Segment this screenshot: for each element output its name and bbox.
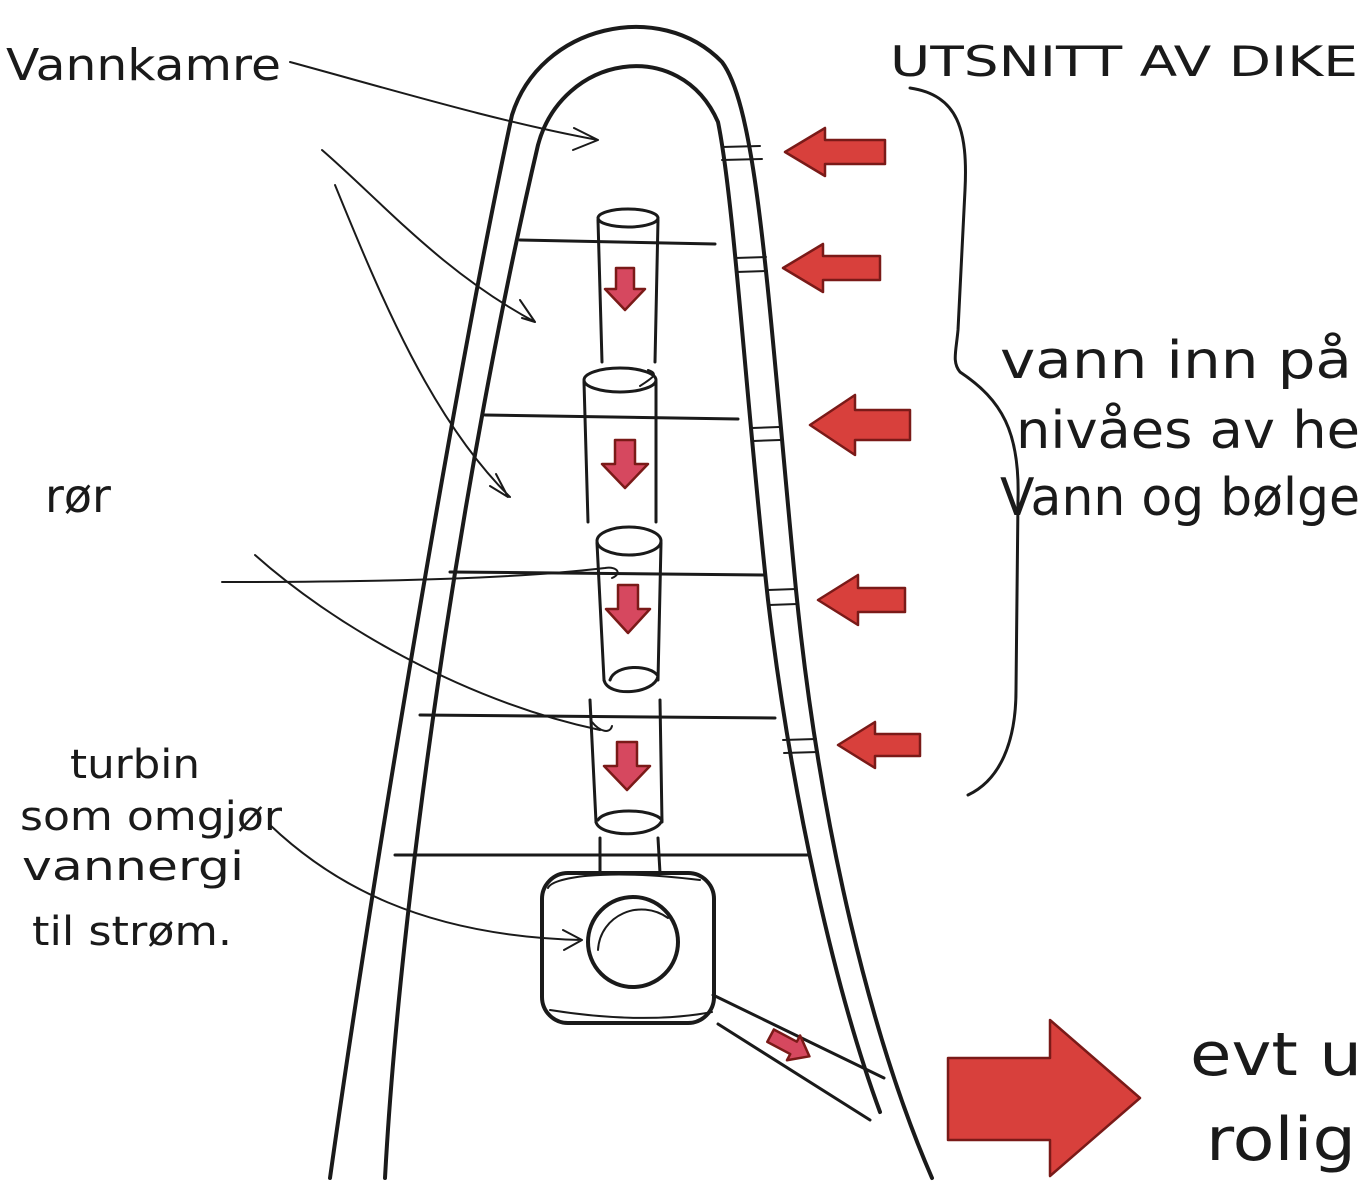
outlet-channel [713,995,884,1120]
pipe-1-top [598,209,658,227]
label-outflow-line-1: evt u [1190,1020,1362,1090]
inflow-brace [910,88,1018,795]
left-arrow-icon [785,128,885,176]
left-arrow-icon [838,722,920,768]
label-outflow-line-2: rolig [1206,1105,1356,1175]
pipe-3-top [597,527,661,555]
label-turbine-line-3: vannergi [22,844,244,890]
down-arrow-icon [604,742,650,790]
leader-chambers-3 [335,185,510,497]
level-line-4 [420,715,775,718]
label-pipe: rør [45,469,111,523]
pipe-2-top [584,368,656,392]
down-arrow-icon [602,440,648,488]
down-arrow-icon [606,585,650,633]
wall-opening-3 [752,427,780,441]
diagram-title: UTSNITT AV DIKE [890,37,1358,86]
turbine-wheel-inner [598,909,668,950]
label-inflow-line-3: Vann og bølge [1000,468,1360,528]
leader-chambers-1 [290,62,598,150]
label-turbine-line-4: til strøm. [32,909,232,955]
leader-pipe-1 [222,568,618,582]
label-turbine-line-1: turbin [70,742,200,788]
pipe-3-bottom [604,667,658,691]
left-arrow-icon [783,244,880,292]
wall-opening-2 [735,257,767,272]
level-line-3 [450,572,765,575]
label-chambers: Vannkamre [6,40,281,91]
left-arrow-icon [818,575,905,625]
label-turbine-line-2: som omgjør [20,794,283,840]
label-inflow-line-1: vann inn på [1000,331,1352,391]
down-arrow-icon [605,268,645,310]
outlet-channel-lower [718,1024,870,1120]
right-arrow-icon [948,1020,1140,1176]
level-line-2 [485,415,738,419]
left-arrow-icon [810,395,910,455]
level-line-1 [520,240,715,244]
leader-turbine [270,825,582,950]
labels: Vannkamre UTSNITT AV DIKE vann inn på ni… [6,37,1362,1175]
wall-opening-4 [768,589,797,605]
outlet-arrow-icon [764,1023,816,1068]
label-inflow-line-2: nivåes av he [1016,401,1360,461]
wall-opening-1 [722,146,762,160]
pipe-4-bottom [596,811,662,834]
